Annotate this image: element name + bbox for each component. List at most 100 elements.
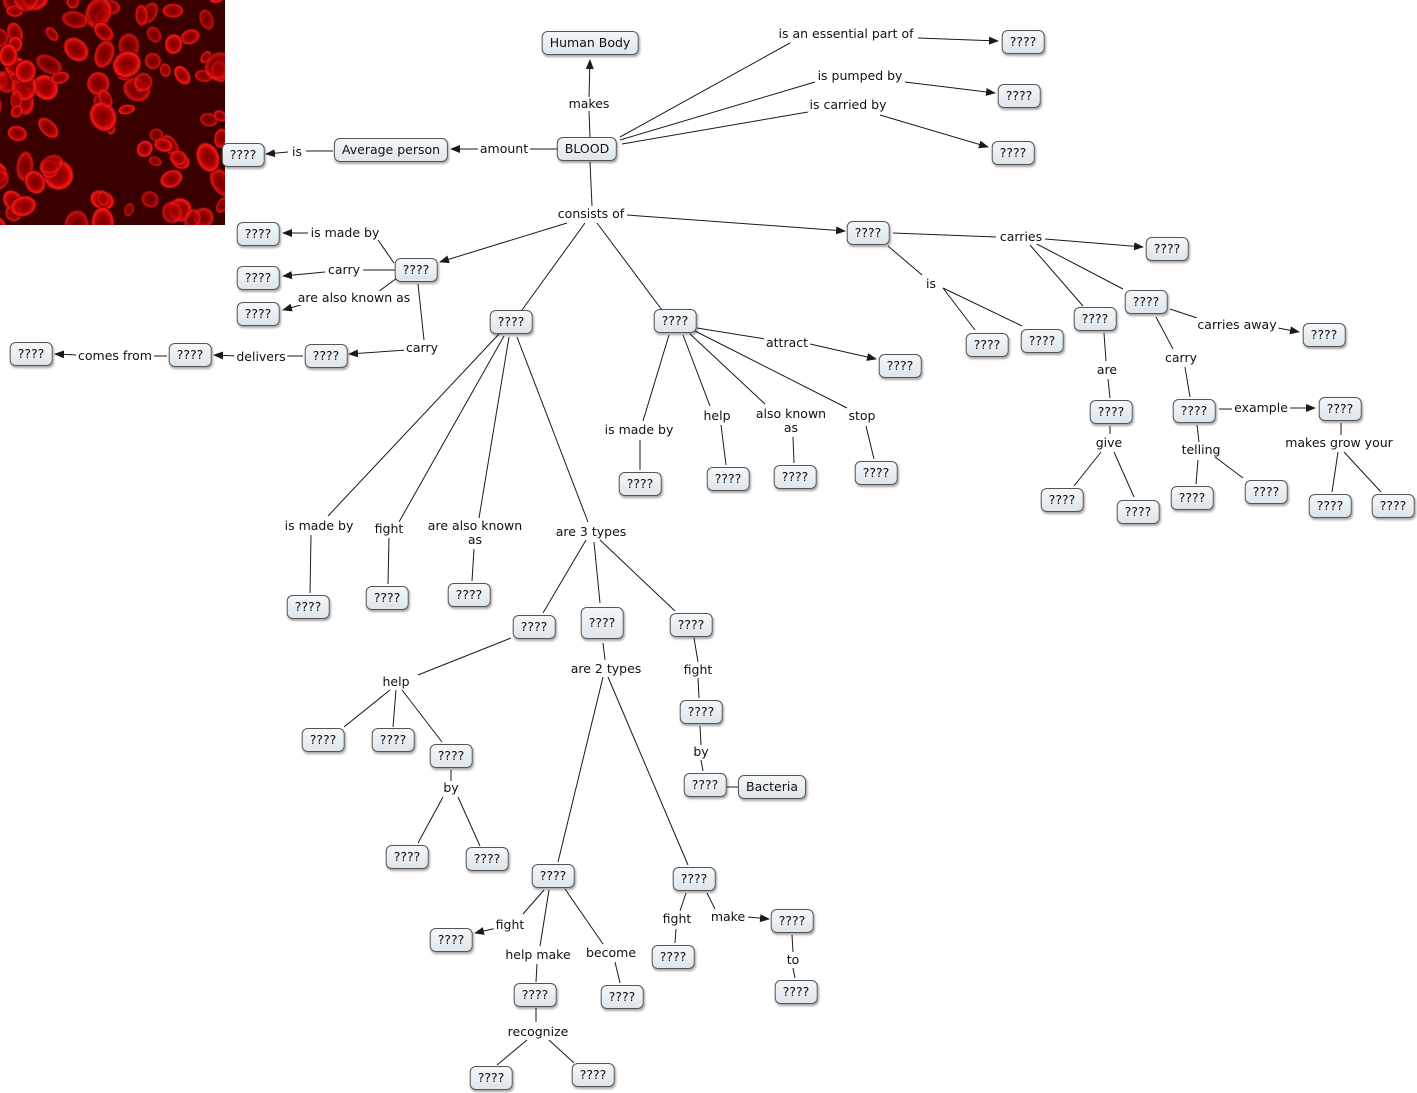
- node-unknown[interactable]: ????: [447, 583, 491, 607]
- node-unknown[interactable]: ????: [168, 343, 212, 367]
- node-unknown[interactable]: ????: [1020, 329, 1064, 353]
- node-unknown[interactable]: ????: [991, 141, 1035, 165]
- node-unknown[interactable]: ????: [773, 465, 817, 489]
- connector-line: [1195, 459, 1199, 485]
- link-label: carries: [997, 229, 1045, 244]
- node-unknown[interactable]: ????: [429, 744, 473, 768]
- connector-line: [792, 436, 795, 464]
- node-unknown[interactable]: ????: [531, 864, 575, 888]
- node-unknown[interactable]: ????: [1302, 323, 1346, 347]
- node-unknown[interactable]: ????: [489, 310, 533, 334]
- link-label: consists of: [555, 206, 627, 221]
- node-unknown[interactable]: ????: [286, 595, 330, 619]
- node-unknown[interactable]: ????: [394, 258, 438, 282]
- connector-line: [542, 539, 587, 614]
- connector-line: [1029, 244, 1084, 307]
- connector-line: [1169, 308, 1198, 319]
- node-unknown[interactable]: ????: [1124, 290, 1168, 314]
- node-unknown[interactable]: ????: [512, 615, 556, 639]
- node-unknown[interactable]: ????: [878, 354, 922, 378]
- node-unknown[interactable]: ????: [618, 472, 662, 496]
- node-unknown[interactable]: ????: [513, 983, 557, 1007]
- node-unknown[interactable]: ????: [1371, 494, 1415, 518]
- connector-line: [557, 676, 604, 863]
- node-unknown[interactable]: ????: [651, 945, 695, 969]
- node-unknown[interactable]: ????: [580, 607, 624, 639]
- node-unknown[interactable]: ????: [236, 302, 280, 326]
- node-average-person[interactable]: Average person: [333, 138, 449, 162]
- node-bacteria[interactable]: Bacteria: [738, 775, 806, 799]
- connector-line: [377, 239, 395, 264]
- node-unknown[interactable]: ????: [236, 222, 280, 246]
- connector-line: [1103, 332, 1107, 362]
- connector-line: [417, 637, 512, 676]
- node-blood[interactable]: BLOOD: [556, 137, 618, 161]
- link-label: carry: [404, 340, 440, 355]
- node-human-body[interactable]: Human Body: [541, 31, 639, 55]
- link-label: fight: [681, 662, 715, 677]
- connector-line: [516, 336, 589, 523]
- node-unknown[interactable]: ????: [1170, 486, 1214, 510]
- node-unknown[interactable]: ????: [1073, 307, 1117, 331]
- node-unknown[interactable]: ????: [854, 461, 898, 485]
- node-unknown[interactable]: ????: [1001, 30, 1045, 54]
- node-unknown[interactable]: ????: [770, 909, 814, 933]
- node-unknown[interactable]: ????: [371, 728, 415, 752]
- node-unknown[interactable]: ????: [774, 980, 818, 1004]
- connector-line: [1331, 451, 1339, 493]
- link-label: are also known as: [295, 290, 413, 305]
- node-unknown[interactable]: ????: [1089, 400, 1133, 424]
- node-unknown[interactable]: ????: [679, 700, 723, 724]
- node-unknown[interactable]: ????: [706, 467, 750, 491]
- connector-line: [309, 534, 312, 594]
- connector-line: [693, 637, 699, 663]
- link-label: by: [441, 780, 461, 795]
- node-unknown[interactable]: ????: [997, 84, 1041, 108]
- node-unknown[interactable]: ????: [683, 773, 727, 797]
- node-unknown[interactable]: ????: [1318, 397, 1362, 421]
- connector-line: [809, 343, 877, 361]
- node-unknown[interactable]: ????: [1040, 488, 1084, 512]
- link-label: delivers: [234, 349, 288, 364]
- link-label: carry: [1163, 350, 1199, 365]
- node-unknown[interactable]: ????: [600, 985, 644, 1009]
- node-unknown[interactable]: ????: [365, 586, 409, 610]
- connector-line: [343, 689, 391, 728]
- connector-line: [699, 725, 702, 746]
- connector-line: [588, 110, 591, 138]
- node-unknown[interactable]: ????: [221, 143, 265, 167]
- node-unknown[interactable]: ????: [571, 1063, 615, 1087]
- node-unknown[interactable]: ????: [9, 342, 53, 366]
- node-unknown[interactable]: ????: [1116, 500, 1160, 524]
- node-unknown[interactable]: ????: [385, 845, 429, 869]
- node-unknown[interactable]: ????: [672, 867, 716, 891]
- node-unknown[interactable]: ????: [465, 847, 509, 871]
- node-unknown[interactable]: ????: [304, 344, 348, 368]
- connector-line: [439, 222, 568, 264]
- node-unknown[interactable]: ????: [846, 221, 890, 245]
- connector-line: [1155, 316, 1174, 350]
- link-label: are also known as: [425, 518, 525, 547]
- node-unknown[interactable]: ????: [669, 613, 713, 637]
- link-label: makes: [566, 96, 612, 111]
- node-unknown[interactable]: ????: [469, 1066, 513, 1090]
- connector-line: [619, 42, 791, 138]
- connector-line: [792, 967, 796, 979]
- node-unknown[interactable]: ????: [1308, 494, 1352, 518]
- node-unknown[interactable]: ????: [653, 309, 697, 333]
- connector-line: [626, 214, 846, 235]
- link-label: fight: [660, 911, 694, 926]
- connector-line: [348, 349, 408, 358]
- node-unknown[interactable]: ????: [301, 728, 345, 752]
- node-unknown[interactable]: ????: [1244, 480, 1288, 504]
- connector-line: [706, 892, 716, 910]
- connector-line: [942, 287, 976, 331]
- node-unknown[interactable]: ????: [429, 928, 473, 952]
- node-unknown[interactable]: ????: [236, 266, 280, 290]
- node-unknown[interactable]: ????: [1172, 399, 1216, 423]
- node-unknown[interactable]: ????: [965, 333, 1009, 357]
- connector-line: [589, 161, 593, 207]
- connector-line: [1343, 451, 1382, 493]
- node-unknown[interactable]: ????: [1145, 237, 1189, 261]
